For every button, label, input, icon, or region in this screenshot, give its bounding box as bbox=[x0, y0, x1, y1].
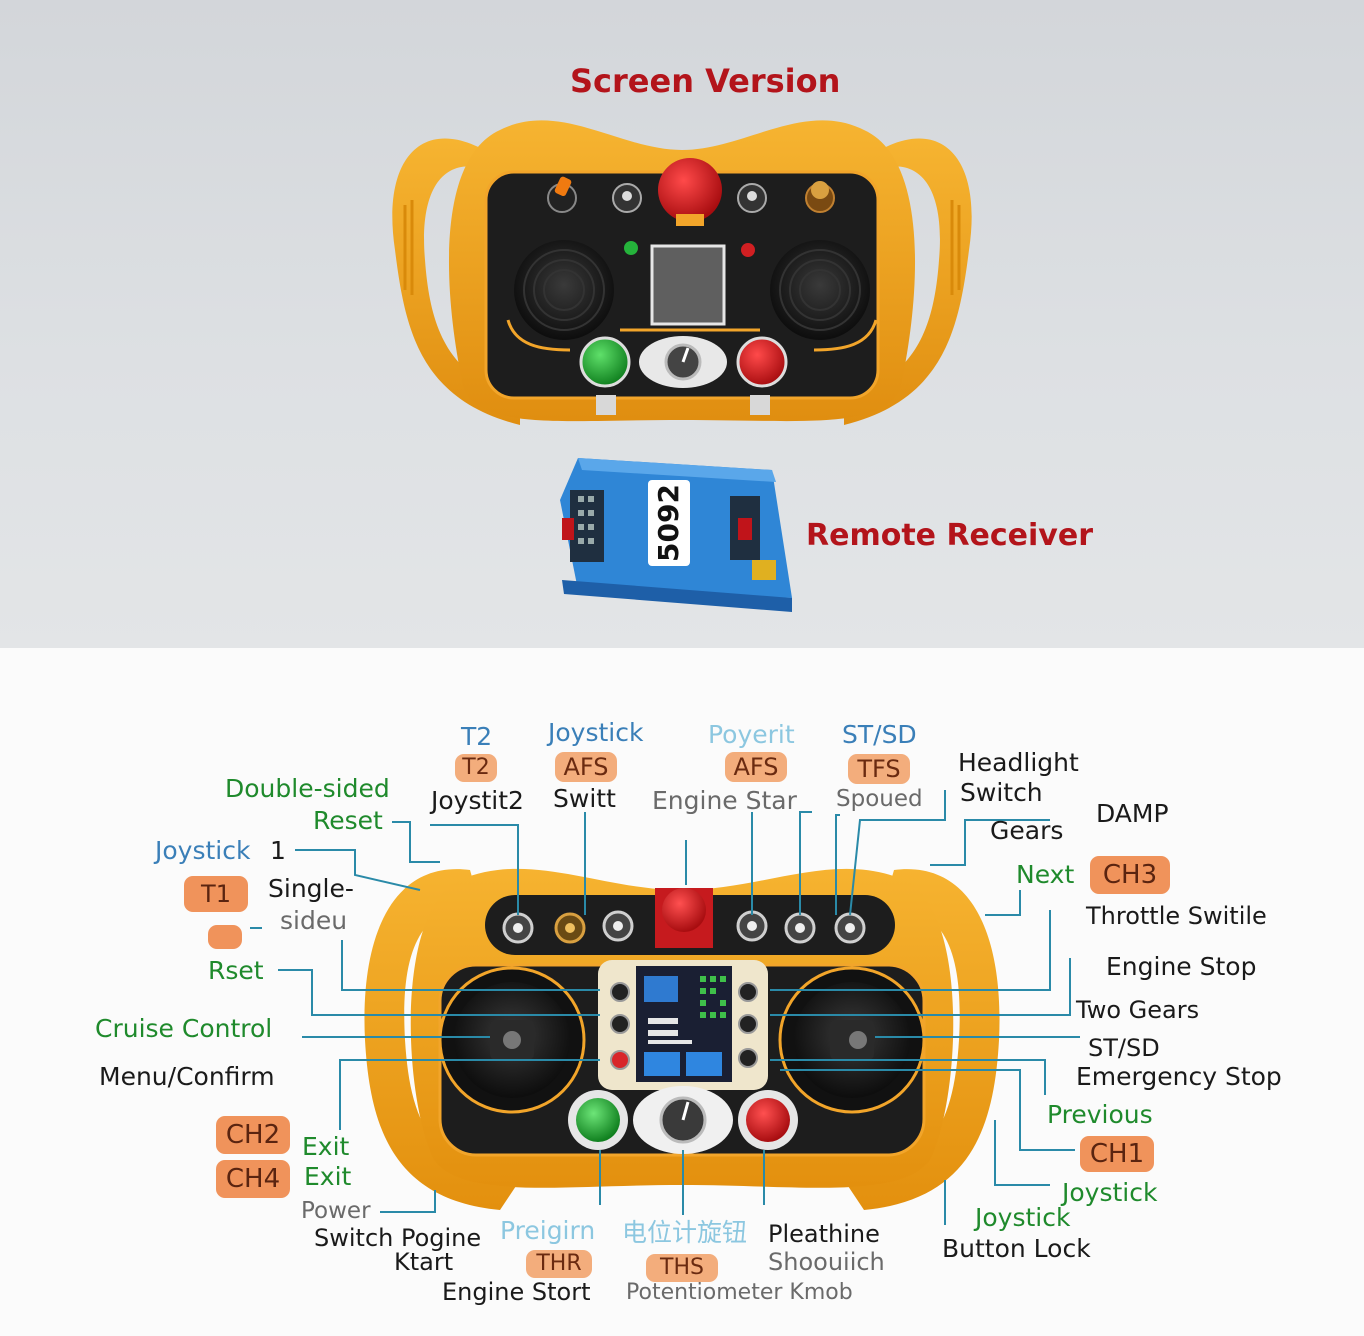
label-single: Single- bbox=[268, 874, 354, 903]
label-shootiich: Shoouiich bbox=[768, 1248, 885, 1276]
emergency-stop-icon bbox=[658, 158, 722, 222]
red-stop-button-icon bbox=[736, 336, 788, 388]
label-engine-stort: Engine Stort bbox=[442, 1278, 591, 1306]
label-gears: Gears bbox=[990, 816, 1064, 845]
label-sided: sideu bbox=[280, 906, 348, 935]
label-preigirn: Preigirn bbox=[500, 1216, 596, 1245]
label-joystick2: Joystit2 bbox=[431, 786, 524, 815]
controller-top-image bbox=[392, 120, 972, 425]
label-engine-start-top: Engine Star bbox=[652, 786, 797, 815]
badge-thr: THR bbox=[526, 1250, 592, 1278]
badge-tfs: TFS bbox=[848, 754, 910, 784]
joystick-icon bbox=[514, 240, 614, 340]
label-damp: DAMP bbox=[1096, 799, 1169, 828]
label-headlight: Headlight bbox=[958, 748, 1079, 777]
label-joystick-1-num: 1 bbox=[270, 836, 286, 865]
label-previous: Previous bbox=[1047, 1100, 1153, 1129]
label-potentiometer-knob: Potentiometer Kmob bbox=[626, 1280, 853, 1305]
label-two-gears: Two Gears bbox=[1076, 996, 1200, 1024]
screen-version-title: Screen Version bbox=[570, 62, 841, 100]
label-joystick-right: Joystick bbox=[1062, 1178, 1158, 1207]
label-rset: Rset bbox=[208, 956, 264, 985]
label-exit-1: Exit bbox=[302, 1132, 350, 1161]
label-switch-pogine: Switch Pogine bbox=[314, 1224, 482, 1252]
right-handle bbox=[844, 138, 972, 425]
label-button-lock: Button Lock bbox=[942, 1234, 1091, 1263]
label-next: Next bbox=[1016, 860, 1075, 889]
badge-afs-1: AFS bbox=[555, 752, 617, 782]
label-joystick-1: Joystick bbox=[155, 836, 251, 865]
label-headlight-switch: Switch bbox=[960, 778, 1043, 807]
label-joystick-bottom: Joystick bbox=[975, 1203, 1071, 1232]
label-double-sided: Double-sided bbox=[225, 774, 390, 803]
label-power: Power bbox=[301, 1198, 371, 1224]
lcd-screen-icon bbox=[650, 244, 726, 326]
label-joystick-top: Joystick bbox=[548, 718, 644, 747]
badge-ch3: CH3 bbox=[1090, 856, 1170, 894]
badge-blank bbox=[208, 925, 242, 949]
remote-receiver-image bbox=[560, 458, 792, 612]
badge-ths: THS bbox=[646, 1254, 718, 1282]
label-t2-top: T2 bbox=[461, 722, 493, 751]
badge-ch4: CH4 bbox=[216, 1160, 290, 1198]
label-chinese-knob: 电位计旋钮 bbox=[622, 1218, 748, 1247]
label-ktart: Ktart bbox=[394, 1248, 454, 1276]
left-handle bbox=[392, 138, 520, 425]
label-pleathine: Pleathine bbox=[768, 1220, 880, 1248]
green-start-button-icon bbox=[579, 336, 631, 388]
label-switch: Switt bbox=[553, 784, 616, 813]
label-menu-confirm: Menu/Confirm bbox=[99, 1062, 275, 1091]
label-reset: Reset bbox=[313, 806, 383, 835]
badge-t1: T1 bbox=[184, 876, 248, 912]
badge-afs-2: AFS bbox=[725, 752, 787, 782]
label-spoued: Spoued bbox=[836, 786, 923, 812]
label-emergency-stop: Emergency Stop bbox=[1076, 1062, 1282, 1091]
badge-ch1: CH1 bbox=[1080, 1136, 1154, 1172]
badge-t2: T2 bbox=[455, 754, 497, 782]
remote-receiver-title: Remote Receiver bbox=[806, 518, 1094, 553]
label-exit-2: Exit bbox=[304, 1162, 352, 1191]
label-engine-stop: Engine Stop bbox=[1106, 952, 1257, 981]
receiver-antenna-icon bbox=[752, 560, 776, 580]
label-st-sd-right: ST/SD bbox=[1088, 1034, 1160, 1062]
label-cruise-control: Cruise Control bbox=[95, 1014, 273, 1043]
label-throttle-switch: Throttle Switile bbox=[1086, 902, 1267, 930]
label-poyerit: Poyerit bbox=[708, 720, 795, 749]
badge-ch2: CH2 bbox=[216, 1116, 290, 1154]
label-st-sd-top: ST/SD bbox=[842, 720, 917, 749]
